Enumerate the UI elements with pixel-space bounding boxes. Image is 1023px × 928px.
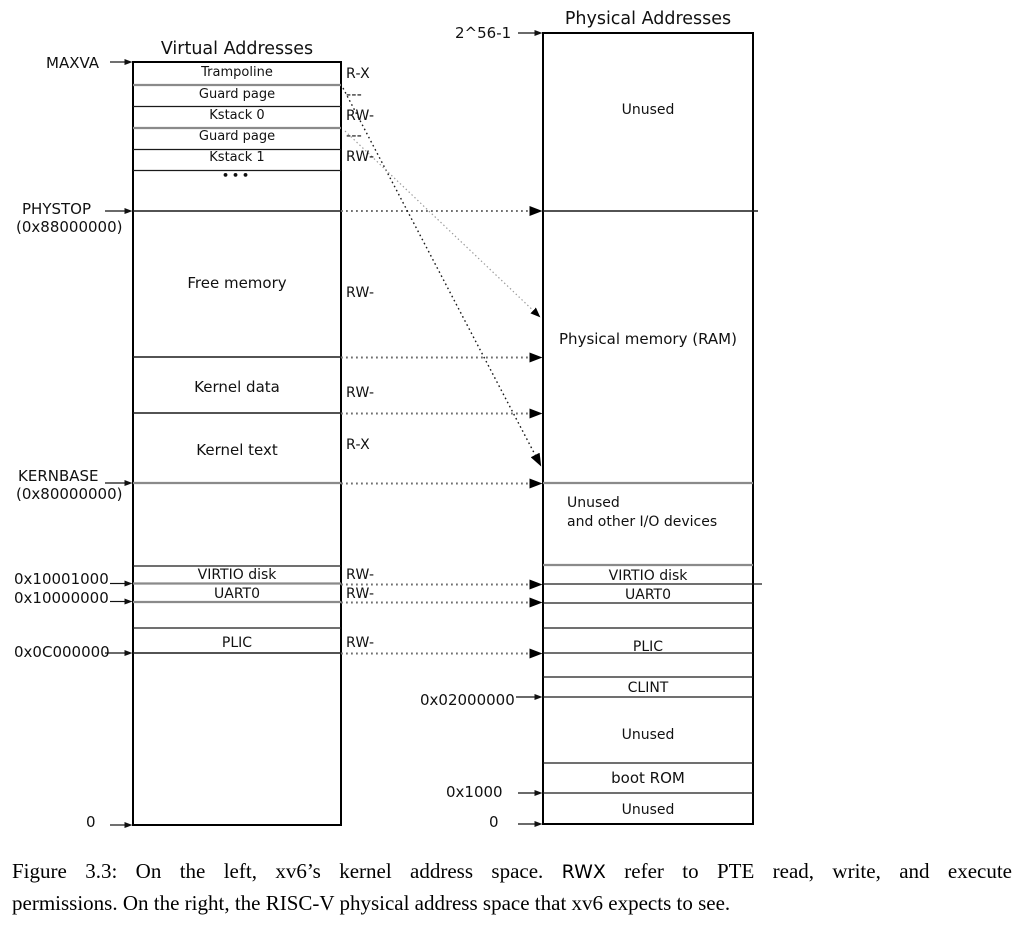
physical-box-outline (542, 32, 754, 825)
mapping-arrows (341, 206, 543, 659)
uart-addr-label: 0x10000000 (14, 589, 109, 607)
pbox-virtio-disk-label: VIRTIO disk (608, 568, 688, 584)
maxva-label: MAXVA (46, 54, 100, 72)
figure-caption-line2: permissions. On the right, the RISC-V ph… (12, 891, 731, 915)
pbox-uart0-label: UART0 (625, 587, 671, 603)
vbox-guard-page-2-label: Guard page (198, 129, 276, 144)
perm-kstack-1: RW- (346, 149, 375, 165)
vbox-kernel-text-label: Kernel text (196, 441, 278, 459)
pbox-unused-mid-label: Unused (621, 727, 675, 743)
pbox-clint-label: CLINT (627, 680, 669, 696)
perm-kstack-0: RW- (346, 108, 375, 124)
kernbase-hex-label: (0x80000000) (16, 485, 123, 503)
perm-uart0: RW- (346, 586, 375, 602)
perm-free-memory: RW- (346, 285, 375, 301)
vbox-ellipsis: ••• (221, 169, 253, 182)
vbox-kernel-data-label: Kernel data (194, 378, 280, 396)
vbox-kstack-1-label: Kstack 1 (209, 150, 265, 165)
phystop-label: PHYSTOP (22, 200, 92, 218)
vbox-free-memory-label: Free memory (187, 274, 287, 292)
caption-rwx: RWX (561, 861, 606, 883)
physical-addresses-title: Physical Addresses (564, 9, 732, 29)
vbox-uart0-label: UART0 (214, 586, 260, 602)
memory-map-diagram (105, 30, 762, 828)
pbox-boot-rom-label: boot ROM (611, 769, 685, 787)
virtual-box-outline (132, 61, 342, 826)
virtual-addresses-title: Virtual Addresses (160, 39, 314, 59)
zero-left-label: 0 (86, 813, 96, 831)
figure-caption: Figure 3.3: On the left, xv6’s kernel ad… (12, 856, 1012, 919)
physical-box-dividers (543, 210, 762, 794)
vbox-trampoline-label: Trampoline (201, 65, 273, 80)
virtio-addr-label: 0x10001000 (14, 570, 109, 588)
perm-plic: RW- (346, 635, 375, 651)
plic-addr-label: 0x0C000000 (14, 643, 110, 661)
caption-part1: Figure 3.3: On the left, xv6’s kernel ad… (12, 859, 562, 883)
perm-trampoline: R-X (346, 66, 371, 82)
phystop-hex-label: (0x88000000) (16, 218, 123, 236)
perm-virtio: RW- (346, 567, 375, 583)
pbox-plic-label: PLIC (632, 639, 664, 655)
pbox-unused-top-label: Unused (621, 102, 675, 118)
vbox-kstack-0-label: Kstack 0 (209, 108, 265, 123)
kernbase-label: KERNBASE (18, 467, 99, 485)
virtual-box-dividers (133, 83, 341, 654)
vbox-virtio-disk-label: VIRTIO disk (197, 567, 277, 583)
perm-guard-1: --- (346, 87, 363, 103)
caption-part2: refer to PTE read, write, and execute (605, 859, 1012, 883)
perm-guard-2: --- (346, 128, 363, 144)
vbox-guard-page-1-label: Guard page (198, 87, 276, 102)
kstack-mapping-arrow (344, 130, 541, 318)
zero-right-label: 0 (489, 813, 499, 831)
perm-kernel-text: R-X (346, 437, 371, 453)
address-pointer-arrows (105, 30, 543, 828)
vbox-plic-label: PLIC (221, 635, 253, 651)
clint-addr-label: 0x02000000 (420, 691, 515, 709)
figure-caption-line1: Figure 3.3: On the left, xv6’s kernel ad… (12, 856, 1012, 888)
perm-kernel-data: RW- (346, 385, 375, 401)
bootrom-addr-label: 0x1000 (446, 783, 503, 801)
two-pow-56-label: 2^56-1 (455, 24, 512, 42)
diagonal-mapping-arrows (342, 87, 542, 467)
pbox-physical-memory-label: Physical memory (RAM) (559, 330, 737, 348)
pbox-unused-bottom-label: Unused (621, 802, 675, 818)
pbox-unused-io-label-line1: Unused (567, 495, 620, 511)
pbox-unused-io-label-line2: and other I/O devices (567, 514, 718, 530)
trampoline-mapping-arrow (342, 87, 542, 467)
